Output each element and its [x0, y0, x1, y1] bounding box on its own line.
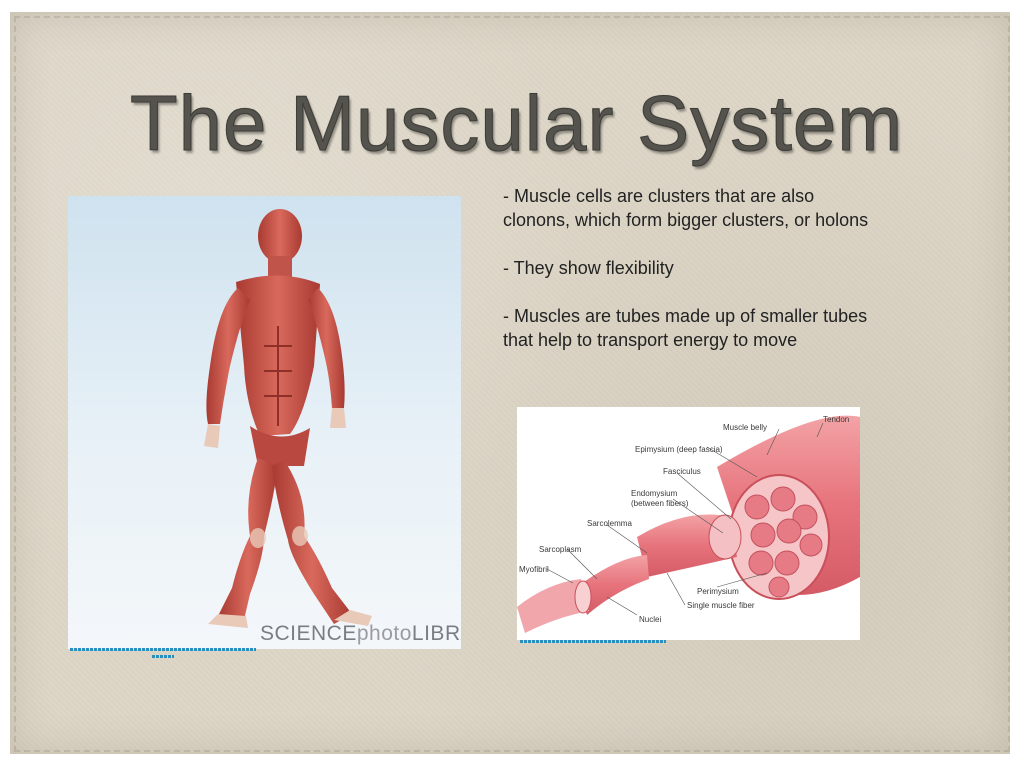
- label-endomysium: Endomysium: [631, 489, 678, 498]
- label-muscle-belly: Muscle belly: [723, 423, 768, 432]
- label-fasciculus: Fasciculus: [663, 467, 701, 476]
- label-perimysium: Perimysium: [697, 587, 739, 596]
- bullet-item: - They show flexibility: [503, 258, 674, 278]
- link-underline: [152, 655, 174, 658]
- link-underline: [70, 648, 256, 651]
- slide-title: The Muscular System: [130, 79, 904, 168]
- label-endomysium-sub: (between fibers): [631, 499, 689, 508]
- label-epimysium: Epimysium (deep fascia): [635, 445, 723, 454]
- label-sarcolemma: Sarcolemma: [587, 519, 632, 528]
- label-myofibril: Myofibril: [519, 565, 549, 574]
- label-single-fiber: Single muscle fiber: [687, 601, 755, 610]
- label-nuclei: Nuclei: [639, 615, 662, 624]
- muscle-structure-diagram[interactable]: Tendon Muscle belly Epimysium (deep fasc…: [517, 407, 860, 640]
- science-photo-library-watermark: SCIENCEphotoLIBRARY: [260, 622, 461, 646]
- bullet-item: - Muscle cells are clusters that are als…: [503, 186, 869, 230]
- muscle-structure-drawing: [517, 415, 860, 633]
- bullet-list: - Muscle cells are clusters that are als…: [503, 184, 873, 376]
- bullet-item: - Muscles are tubes made up of smaller t…: [503, 306, 868, 350]
- muscle-figure-drawing: [204, 209, 372, 628]
- image-source-link-right[interactable]: [520, 640, 666, 643]
- label-tendon: Tendon: [823, 415, 850, 424]
- label-sarcoplasm: Sarcoplasm: [539, 545, 582, 554]
- watermark-part: SCIENCE: [260, 622, 357, 645]
- watermark-part: photo: [356, 622, 412, 645]
- image-source-link-left[interactable]: [70, 648, 260, 660]
- muscle-figure-image[interactable]: SCIENCEphotoLIBRARY: [68, 196, 461, 649]
- watermark-part: LIBRARY: [411, 622, 461, 645]
